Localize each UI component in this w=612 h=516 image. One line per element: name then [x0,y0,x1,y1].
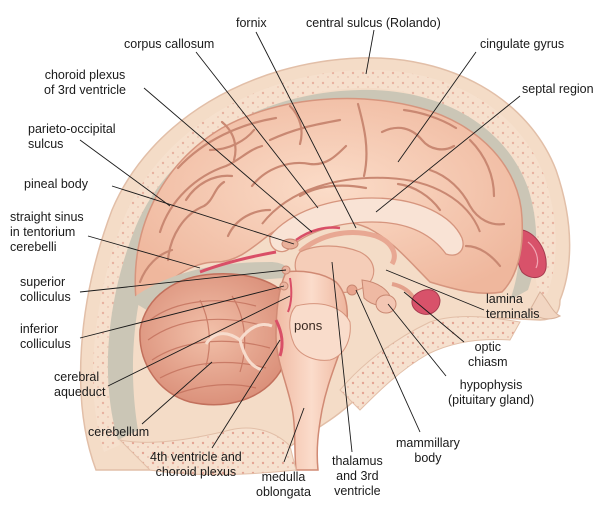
label-inferior-colliculus: inferior colliculus [20,322,71,352]
label-line: inferior [20,322,59,336]
label-pineal-body: pineal body [24,177,88,191]
label-central-sulcus: central sulcus (Rolando) [306,16,441,30]
cerebrum [134,97,524,301]
label-septal-region: septal region [522,82,594,96]
label-line: thalamus [332,454,383,468]
cerebral-aqueduct [287,277,293,313]
label-line: oblongata [256,485,311,499]
label-line: cerebral [54,370,100,384]
label-fornix: fornix [236,16,267,30]
label-parieto-occipital: parieto-occipital sulcus [28,122,116,152]
label-fourth-ventricle: 4th ventricle and choroid plexus [150,450,242,480]
fornix [298,230,397,266]
label-line: straight sinus [10,210,84,224]
fourth-ventricle [274,319,284,357]
straight-sinus [199,250,277,274]
label-line: of 3rd ventricle [44,83,126,97]
label-line: in tentorium [10,225,76,239]
label-medulla: medulla oblongata [256,470,311,500]
label-line: and 3rd [336,469,379,483]
label-cerebellum: cerebellum [88,425,150,439]
label-line: choroid plexus [44,68,126,82]
label-line: optic [474,340,501,354]
sphenoid-sinus [411,289,441,315]
cerebral-sulci [138,102,506,284]
arbor-vitae [204,323,273,372]
hypophysis [375,294,397,314]
cingulate-gyrus [261,176,481,233]
label-line: mammillary [396,436,460,450]
label-line: medulla [261,470,306,484]
label-line: parieto-occipital [28,122,116,136]
label-line: cerebelli [10,240,57,254]
label-line: sulcus [28,137,64,151]
label-cingulate-gyrus: cingulate gyrus [480,37,565,51]
label-line: lamina [486,292,523,306]
label-line: hypophysis [459,378,523,392]
mammillary-body [346,284,358,296]
label-line: (pituitary gland) [448,393,535,407]
label-cerebral-aqueduct: cerebral aqueduct [54,370,105,400]
label-lamina-terminalis: lamina terminalis [486,292,540,322]
label-line: choroid plexus [155,465,237,479]
occipital-bone [118,427,297,476]
label-pons: pons [294,318,323,333]
label-corpus-callosum: corpus callosum [124,37,215,51]
label-superior-colliculus: superior colliculus [20,275,71,305]
label-optic-chiasm: optic chiasm [468,340,508,370]
label-choroid-plexus-3rd: choroid plexus of 3rd ventricle [44,68,126,98]
label-line: chiasm [468,355,508,369]
label-line: aqueduct [54,385,106,399]
label-line: 4th ventricle and [150,450,242,464]
label-line: terminalis [486,307,540,321]
nasal-bone [529,291,562,320]
choroid-plexus-3rd [295,226,341,242]
label-line: body [414,451,442,465]
label-line: ventricle [334,484,381,498]
leader-lines [79,29,521,463]
label-line: superior [20,275,66,289]
label-line: colliculus [20,290,71,304]
label-straight-sinus: straight sinus in tentorium cerebelli [10,210,84,255]
label-mammillary-body: mammillary body [396,436,460,466]
skull-base [339,316,521,411]
label-thalamus: thalamus and 3rd ventricle [332,454,383,499]
label-hypophysis: hypophysis (pituitary gland) [448,378,534,408]
label-line: colliculus [20,337,71,351]
